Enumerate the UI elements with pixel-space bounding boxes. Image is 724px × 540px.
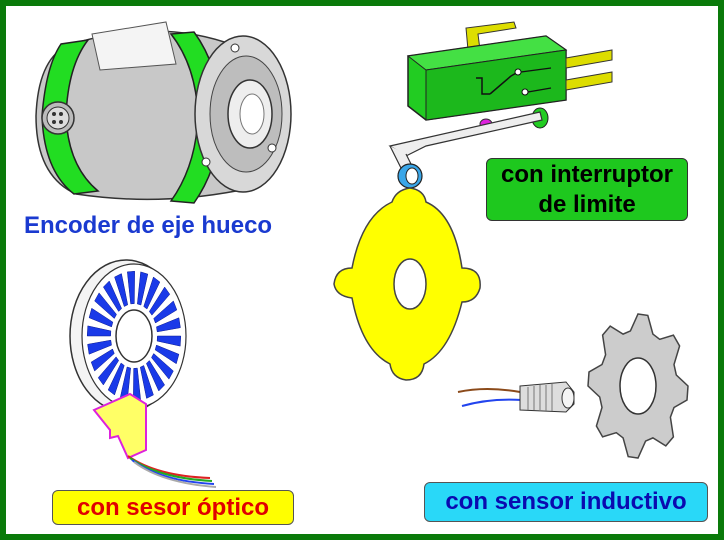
disk-slot <box>114 273 129 307</box>
disk-slot <box>143 276 161 310</box>
label-optical-sensor: con sesor óptico <box>52 490 294 525</box>
disk-slot <box>90 348 115 372</box>
disk-slot <box>107 362 125 396</box>
inductive-sensor <box>457 381 575 413</box>
limit-switch <box>388 21 613 189</box>
disk-slot <box>87 339 112 355</box>
disk-slot <box>151 353 174 380</box>
disk-slot <box>127 270 135 305</box>
disk-slot <box>146 360 165 392</box>
hollow-shaft-encoder <box>35 21 292 204</box>
gear-wheel <box>587 313 689 459</box>
disk-slot <box>103 280 122 312</box>
optical-encoder-disk <box>69 259 187 413</box>
disk-slot <box>137 271 149 306</box>
label-limit-switch: con interruptor de limite <box>486 158 688 221</box>
disk-slot <box>94 292 117 319</box>
label-limit-switch-line1: con interruptor <box>501 161 673 188</box>
label-limit-switch-line2: de limite <box>538 191 636 218</box>
encoder-illustrations <box>35 21 689 488</box>
disk-slot <box>154 344 180 365</box>
optical-sensor <box>92 392 217 488</box>
label-inductive-sensor: con sensor inductivo <box>424 482 708 522</box>
disk-slot <box>139 365 154 399</box>
disk-slot <box>156 335 182 347</box>
disk-slot <box>149 286 171 316</box>
disk-slot <box>156 317 181 333</box>
disk-slot <box>153 300 178 324</box>
label-hollow-shaft-encoder: Encoder de eje hueco <box>24 212 273 239</box>
disk-slot <box>97 356 119 386</box>
disk-slot <box>86 325 112 337</box>
yellow-cam <box>333 187 481 381</box>
diagram-canvas: Encoder de eje hueco con interruptor de … <box>6 6 718 534</box>
disk-slot <box>88 307 114 328</box>
